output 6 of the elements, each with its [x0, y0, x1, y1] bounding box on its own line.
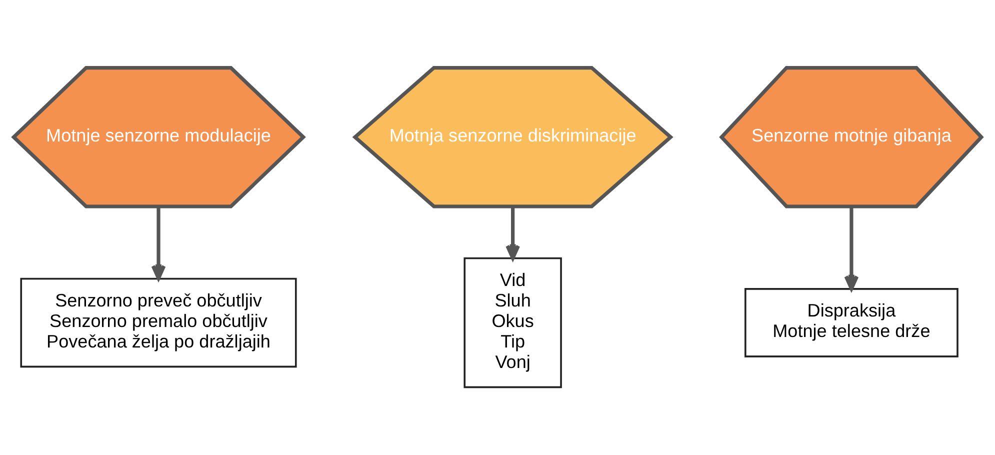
node-box: Senzorno preveč občutljiv Senzorno premalo občutljiv Povečana želja po dražljajih [20, 278, 297, 368]
arrow [844, 206, 859, 290]
node-box: Dispraksija Motnje telesne drže [744, 288, 958, 358]
arrow [506, 206, 520, 260]
arrow [151, 206, 166, 280]
node-box: Vid Sluh Okus Tip Vonj [464, 257, 562, 388]
